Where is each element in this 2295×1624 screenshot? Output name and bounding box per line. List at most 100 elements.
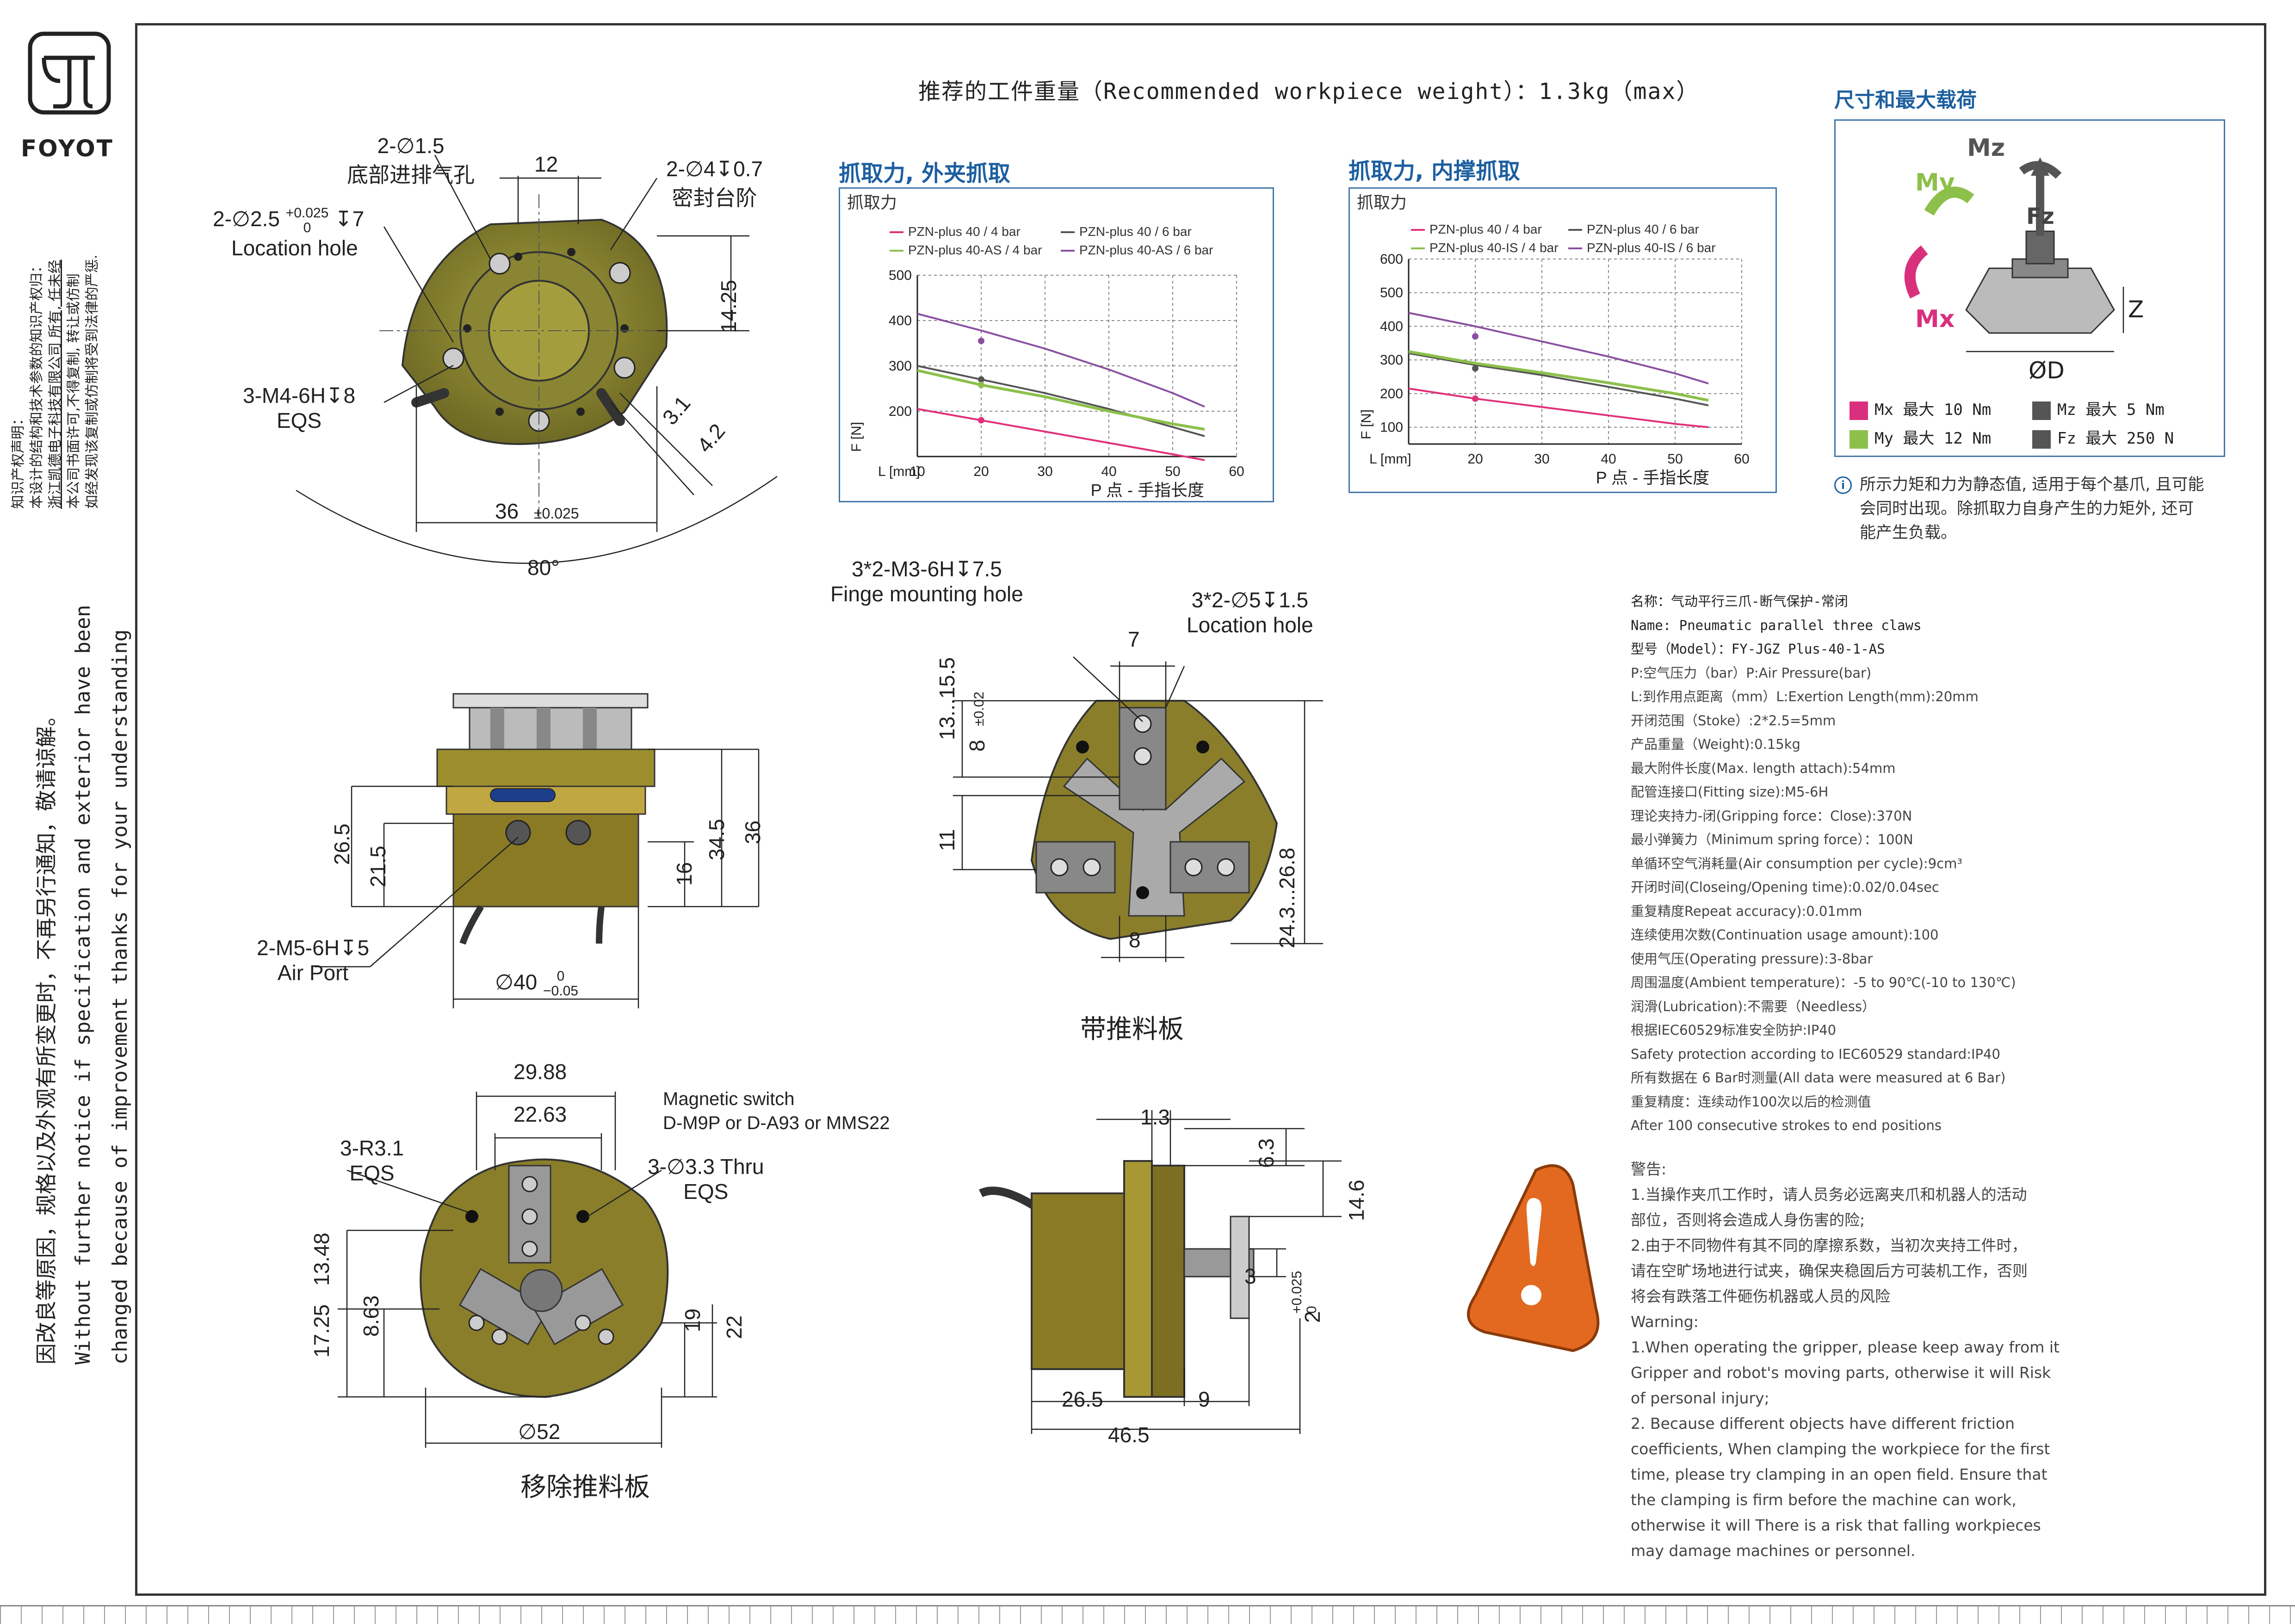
load-item-label: Mz 最大 5 Nm xyxy=(2057,401,2165,419)
warning-cn-line: 请在空旷场地进行试夹，确保夹稳固后方可装机工作，否则 xyxy=(1631,1262,2028,1280)
load-note-line: 会同时出现。除抓取力自身产生的力矩外, 还可 xyxy=(1860,500,2194,518)
load-note: i 所示力矩和力为静态值, 适用于每个基爪, 且可能 会同时出现。除抓取力自身产… xyxy=(1834,473,2251,545)
series-line xyxy=(1408,312,1709,385)
dim-location-hole: 2-∅2.5 +0.025 0 ↧7 Location hole xyxy=(213,206,364,260)
legend-label: PZN-plus 40 / 6 bar xyxy=(1079,224,1192,239)
y-tick-label: 400 xyxy=(1380,319,1403,334)
spec-line: 名称：气动平行三爪-断气保护-常闭 xyxy=(1631,593,1848,609)
ip-title: 知识产权声明： xyxy=(10,412,26,509)
dim-text: 密封台阶 xyxy=(672,186,757,210)
dim-text: 3-M4-6H↧8 xyxy=(243,383,356,408)
x-axis-title: P 点 - 手指长度 xyxy=(1596,468,1709,487)
spec-line: Name: Pneumatic parallel three claws xyxy=(1631,617,1922,633)
spec-line: 周围温度(Ambient temperature)：-5 to 90℃(-10 … xyxy=(1631,975,2016,990)
chart-2-title: 抓取力, 内撑抓取 xyxy=(1349,158,1520,184)
warning-en-line: may damage machines or personnel. xyxy=(1631,1542,1916,1560)
dim-8-bottom: 8 xyxy=(1129,928,1141,952)
dim-m4: 3-M4-6H↧8 EQS xyxy=(243,383,355,433)
load-label-mz: Mz xyxy=(1967,134,2005,162)
x-tick-label: 60 xyxy=(1229,464,1244,479)
spec-line: 最小弹簧力（Minimum spring force）：100N xyxy=(1631,832,1913,847)
dim-text: Magnetic switch xyxy=(663,1089,795,1109)
spec-line: 开闭时间(Closeing/Opening time):0.02/0.04sec xyxy=(1631,879,1939,895)
dim-tol-low: 0 xyxy=(1304,1306,1319,1314)
legend-label: PZN-plus 40-AS / 6 bar xyxy=(1079,243,1213,257)
dim-text: 3*2-∅5↧1.5 xyxy=(1191,588,1309,612)
warning-en-line: 2. Because different objects have differ… xyxy=(1631,1414,2015,1433)
loads-box xyxy=(1834,119,2225,457)
load-label-fz: Fz xyxy=(2026,204,2054,229)
load-item-label: Fz 最大 250 N xyxy=(2057,429,2174,448)
load-label-mx: Mx xyxy=(1915,305,1955,333)
y-tick-label: 600 xyxy=(1380,252,1403,267)
y-tick-label: 500 xyxy=(1380,285,1403,301)
x-tick-label: 10 xyxy=(909,464,925,479)
chart-1-title: 抓取力, 外夹抓取 xyxy=(839,161,1010,186)
y-tick-label: 200 xyxy=(889,404,912,419)
dim-3-3-thru: 3-∅3.3 Thru EQS xyxy=(648,1154,764,1204)
dim-24-3: 24.3...26.8 xyxy=(1275,847,1299,948)
brand-logo xyxy=(25,30,113,127)
dim-17-25: 17.25 xyxy=(309,1304,334,1358)
warning-cn-line: 1.当操作夹爪工作时，请人员务必远离夹爪和机器人的活动 xyxy=(1631,1186,2027,1204)
dim-tol-low: −0.05 xyxy=(543,983,578,999)
spec-line: 最大附件长度(Max. length attach):54mm xyxy=(1631,760,1896,776)
dim-text: 36 xyxy=(495,499,519,523)
dim-text: 3*2-M3-6H↧7.5 xyxy=(851,557,1002,581)
data-point xyxy=(978,338,984,345)
dim-29-88: 29.88 xyxy=(513,1060,567,1084)
top-view-drawing xyxy=(296,154,778,564)
dim-8-front: 8 xyxy=(965,740,989,752)
dim-14-6: 14.6 xyxy=(1344,1179,1368,1221)
brand-name: FOYOT xyxy=(21,135,114,162)
load-item: Fz 最大 250 N xyxy=(2032,426,2174,449)
bottom-view-drawing xyxy=(338,1092,717,1448)
y-axis-title: F [N] xyxy=(849,422,864,452)
dim-13-48: 13.48 xyxy=(309,1232,334,1286)
front-view-drawing xyxy=(953,656,1323,962)
spec-line: 配管连接口(Fitting size):M5-6H xyxy=(1631,784,1829,800)
dim-6-3: 6.3 xyxy=(1254,1138,1278,1168)
dim-tol: ±0.025 xyxy=(533,505,579,522)
dim-magnetic-switch: Magnetic switch D-M9P or D-A93 or MMS22 xyxy=(663,1087,890,1135)
foyot-logo-icon xyxy=(28,31,111,115)
spec-line: 润滑(Lubrication):不需要（Needless） xyxy=(1631,998,1875,1014)
front-view-caption: 带推料板 xyxy=(1080,1014,1184,1044)
warning-triangle-icon xyxy=(1467,1164,1600,1352)
x-axis-unit-label: L [mm] xyxy=(878,464,920,479)
legend-label: PZN-plus 40-IS / 6 bar xyxy=(1587,241,1716,255)
spec-line: 使用气压(Operating pressure):3-8bar xyxy=(1631,951,1873,967)
dim-12: 12 xyxy=(534,152,558,176)
dim-text: D-M9P or D-A93 or MMS22 xyxy=(663,1113,890,1133)
x-tick-label: 50 xyxy=(1165,464,1180,479)
dim-text: ∅40 xyxy=(495,970,538,994)
ip-line: 浙江凯德电子科技有限公司 所有, 任未经 xyxy=(47,259,63,509)
warning-en-line: the clamping is firm before the machine … xyxy=(1631,1491,2017,1509)
profile-view-drawing xyxy=(978,1110,1342,1434)
dim-text: 2-M5-6H↧5 xyxy=(257,936,370,960)
warning-en-line: time, please try clamping in an open fie… xyxy=(1631,1465,2048,1483)
warning-en-line: of personal injury; xyxy=(1631,1389,1769,1407)
dim-text: 3-R3.1 xyxy=(340,1136,404,1160)
warning-en-line: coefficients, When clamping the workpiec… xyxy=(1631,1440,2050,1458)
series-line xyxy=(1408,350,1709,402)
data-point xyxy=(1472,333,1478,340)
dim-text: EQS xyxy=(683,1179,729,1204)
warning-cn-line: 2.由于不同物件有其不同的摩擦系数，当初次夹持工件时， xyxy=(1631,1236,2027,1254)
dim-text: Location hole xyxy=(231,236,358,260)
data-point xyxy=(978,417,984,424)
spec-line: 产品重量（Weight):0.15kg xyxy=(1631,736,1800,752)
x-tick-label: 60 xyxy=(1734,451,1749,467)
dim-2: 2 xyxy=(1300,1311,1324,1323)
dim-tol-02: ±0.02 xyxy=(971,692,987,726)
ip-line: 本公司书面许可,不得复制, 转让或仿制 xyxy=(66,273,82,509)
spec-line: L:到作用点距离（mm）L:Exertion Length(mm):20mm xyxy=(1631,689,1979,704)
load-swatch xyxy=(1850,401,1868,420)
bottom-view-caption: 移除推料板 xyxy=(520,1472,650,1502)
spec-line: 单循环空气消耗量(Air consumption per cycle):9cm³ xyxy=(1631,855,1963,871)
load-item-label: Mx 最大 10 Nm xyxy=(1874,401,1992,419)
dim-14-25: 14.25 xyxy=(717,279,741,333)
load-item-label: My 最大 12 Nm xyxy=(1874,429,1992,448)
dim-26-5-profile: 26.5 xyxy=(1062,1387,1103,1411)
